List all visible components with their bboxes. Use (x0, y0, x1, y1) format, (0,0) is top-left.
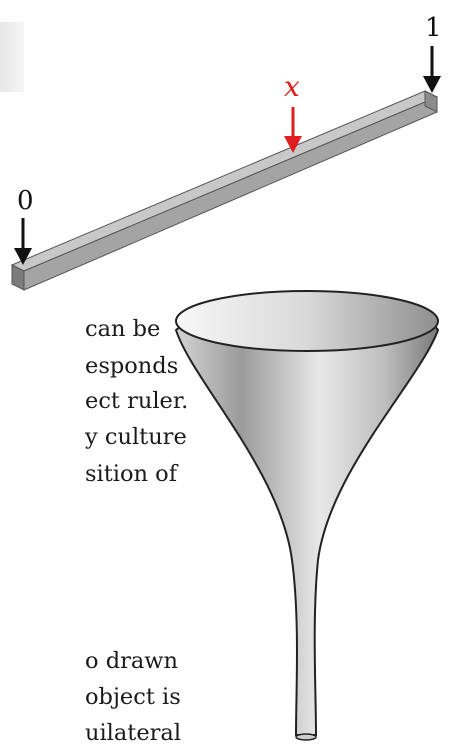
end-arrow-icon (423, 46, 441, 93)
funnel-figure (174, 290, 440, 741)
start-label: 0 (17, 186, 34, 216)
ruler-bar (10, 90, 439, 291)
cropped-image-edge (0, 22, 24, 92)
end-label: 1 (425, 13, 442, 43)
text-line-5: sition of (85, 461, 178, 487)
text-line-2: esponds (85, 353, 179, 379)
start-arrow-icon (14, 218, 32, 265)
text-line-6: o drawn (85, 648, 179, 674)
marker-arrow-icon (284, 107, 302, 153)
text-line-1: can be (85, 316, 161, 342)
text-line-3: ect ruler. (85, 388, 189, 414)
text-line-7: object is (85, 684, 181, 710)
text-line-8: uilateral (85, 720, 182, 746)
text-line-4: y culture (85, 424, 187, 450)
marker-label: x (284, 70, 300, 103)
